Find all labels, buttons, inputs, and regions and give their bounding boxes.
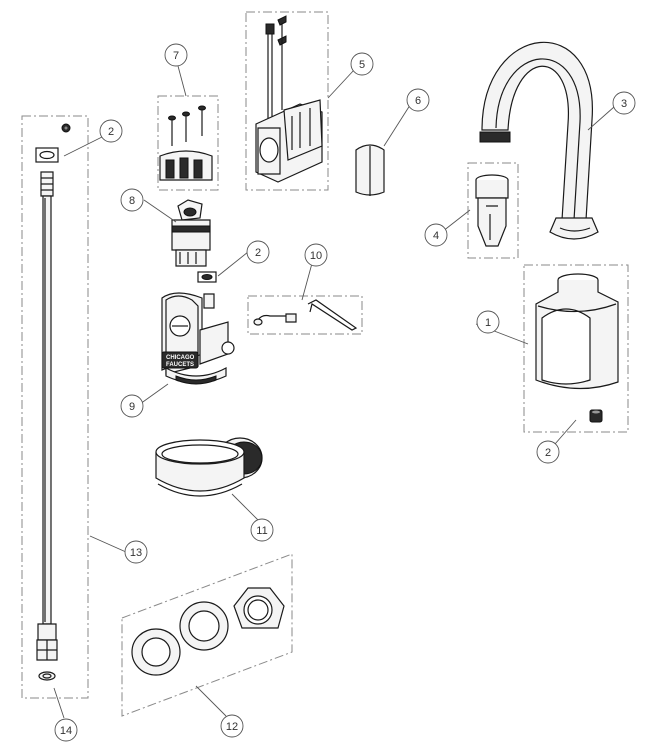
callout-5: 5 [350,52,374,76]
svg-text:13: 13 [130,547,142,559]
callout-6: 6 [406,88,430,112]
washer-small [197,271,217,283]
mounting-washers-and-nut [131,587,285,676]
svg-text:10: 10 [310,250,322,262]
group-box-sensor-module [245,11,329,191]
aerator-clip [475,174,509,247]
svg-text:6: 6 [415,95,421,107]
callout-4: 4 [424,223,448,247]
callout-2-valve: 2 [246,240,270,264]
sensor-module [255,15,323,183]
group-box-hex-key [247,295,363,335]
svg-text:9: 9 [129,401,135,413]
callout-8: 8 [120,188,144,212]
svg-text:5: 5 [359,59,365,71]
gooseneck-spout [479,41,599,240]
callout-9: 9 [120,394,144,418]
spout-cover [535,273,619,390]
callout-13: 13 [124,540,148,564]
callout-2-cover: 2 [536,440,560,464]
logo-line-1: CHICAGO [166,355,195,361]
mounting-screws [159,105,213,181]
group-box-screws [157,95,219,191]
callout-14: 14 [54,718,78,742]
supply-hose-assembly [35,123,71,681]
logo-line-2: FAUCETS [166,362,194,368]
group-box-aerator-clip [467,162,519,259]
mounting-adapter [155,437,263,497]
callout-12: 12 [220,714,244,738]
solenoid-valve [171,199,211,267]
callout-1: 1 [476,310,500,334]
leader-lines [53,65,615,719]
callout-11: 11 [250,518,274,542]
group-box-cover [523,264,629,433]
faucet-body: CHICAGO FAUCETS [161,292,235,385]
callout-10: 10 [304,243,328,267]
svg-text:7: 7 [173,50,179,62]
svg-text:2: 2 [255,247,261,259]
svg-text:2: 2 [108,126,114,138]
group-box-mounting-hardware [121,553,293,717]
callout-3: 3 [612,91,636,115]
callout-7: 7 [164,43,188,67]
svg-text:2: 2 [545,447,551,459]
svg-text:3: 3 [621,98,627,110]
small-grommet [589,409,603,423]
callout-2-hose: 2 [99,119,123,143]
svg-text:1: 1 [485,317,491,329]
svg-text:11: 11 [256,525,267,537]
svg-text:4: 4 [433,230,439,242]
hex-key-and-set-screw [253,299,358,331]
svg-text:14: 14 [60,725,72,737]
svg-text:12: 12 [226,721,238,733]
svg-text:8: 8 [129,195,135,207]
group-box-supply-hose [21,115,89,699]
sensor-cap [355,144,385,196]
